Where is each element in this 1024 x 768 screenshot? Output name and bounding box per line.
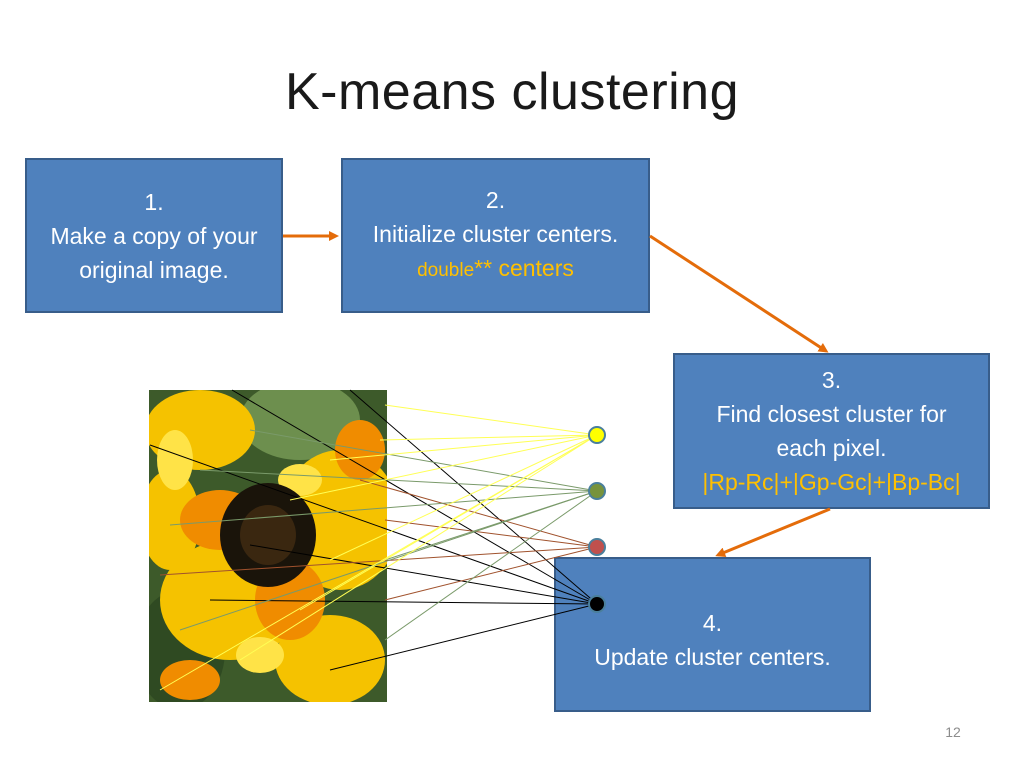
assignment-line	[384, 546, 598, 601]
assignment-line	[359, 479, 598, 548]
assignment-line	[384, 490, 598, 641]
assignment-line	[159, 546, 598, 576]
assignment-line	[349, 389, 598, 605]
step-2-line-1: Initialize cluster centers.	[372, 221, 619, 247]
sunflower-image	[149, 390, 387, 702]
step-3-line-1: Find closest cluster for	[716, 401, 947, 427]
cluster-center-red	[588, 538, 606, 556]
step-2-box: 2. Initialize cluster centers. double** …	[341, 158, 650, 313]
step-4-number: 4.	[702, 609, 723, 636]
step-2-code-rest: ** centers	[474, 255, 574, 281]
slide-title: K-means clustering	[284, 63, 740, 121]
step-1-number: 1.	[144, 188, 164, 215]
step-3-box: 3. Find closest cluster for each pixel. …	[673, 353, 990, 509]
assignment-line	[384, 404, 598, 436]
assignment-line	[159, 434, 598, 691]
pixel-assignment-lines	[149, 389, 598, 691]
assignment-line	[329, 434, 598, 561]
step-3-formula: |Rp-Rc|+|Gp-Gc|+|Bp-Bc|	[702, 469, 961, 495]
cluster-center-yellow	[588, 426, 606, 444]
cluster-center-green	[588, 482, 606, 500]
assignment-line	[379, 434, 598, 441]
step-1-line-2: original image.	[79, 256, 229, 283]
assignment-line	[231, 389, 598, 605]
arrow-2-to-3	[649, 234, 829, 353]
step-1-box: 1. Make a copy of your original image.	[25, 158, 283, 313]
assignment-line	[329, 603, 598, 671]
assignment-line	[169, 490, 598, 526]
assignment-line	[239, 434, 598, 661]
step-2-number: 2.	[485, 187, 506, 213]
assignment-line	[329, 434, 598, 461]
step-2-code-type: double	[417, 260, 475, 281]
step-2-code: double** centers	[417, 251, 574, 288]
assignment-line	[384, 519, 598, 548]
assignment-line	[209, 599, 598, 605]
step-1-line-1: Make a copy of your	[50, 222, 258, 249]
step-3-line-2: each pixel.	[776, 435, 887, 461]
assignment-line	[249, 544, 598, 605]
step-4-line-1: Update cluster centers.	[594, 643, 831, 670]
assignment-line	[199, 469, 598, 492]
assignment-line	[179, 490, 598, 631]
step-3-number: 3.	[821, 367, 842, 393]
arrow-3-to-4	[715, 507, 831, 557]
assignment-line	[289, 434, 598, 501]
step-4-box: 4. Update cluster centers.	[554, 557, 871, 712]
page-number: 12	[945, 724, 961, 740]
cluster-center-black	[588, 595, 606, 613]
assignment-line	[249, 429, 598, 492]
